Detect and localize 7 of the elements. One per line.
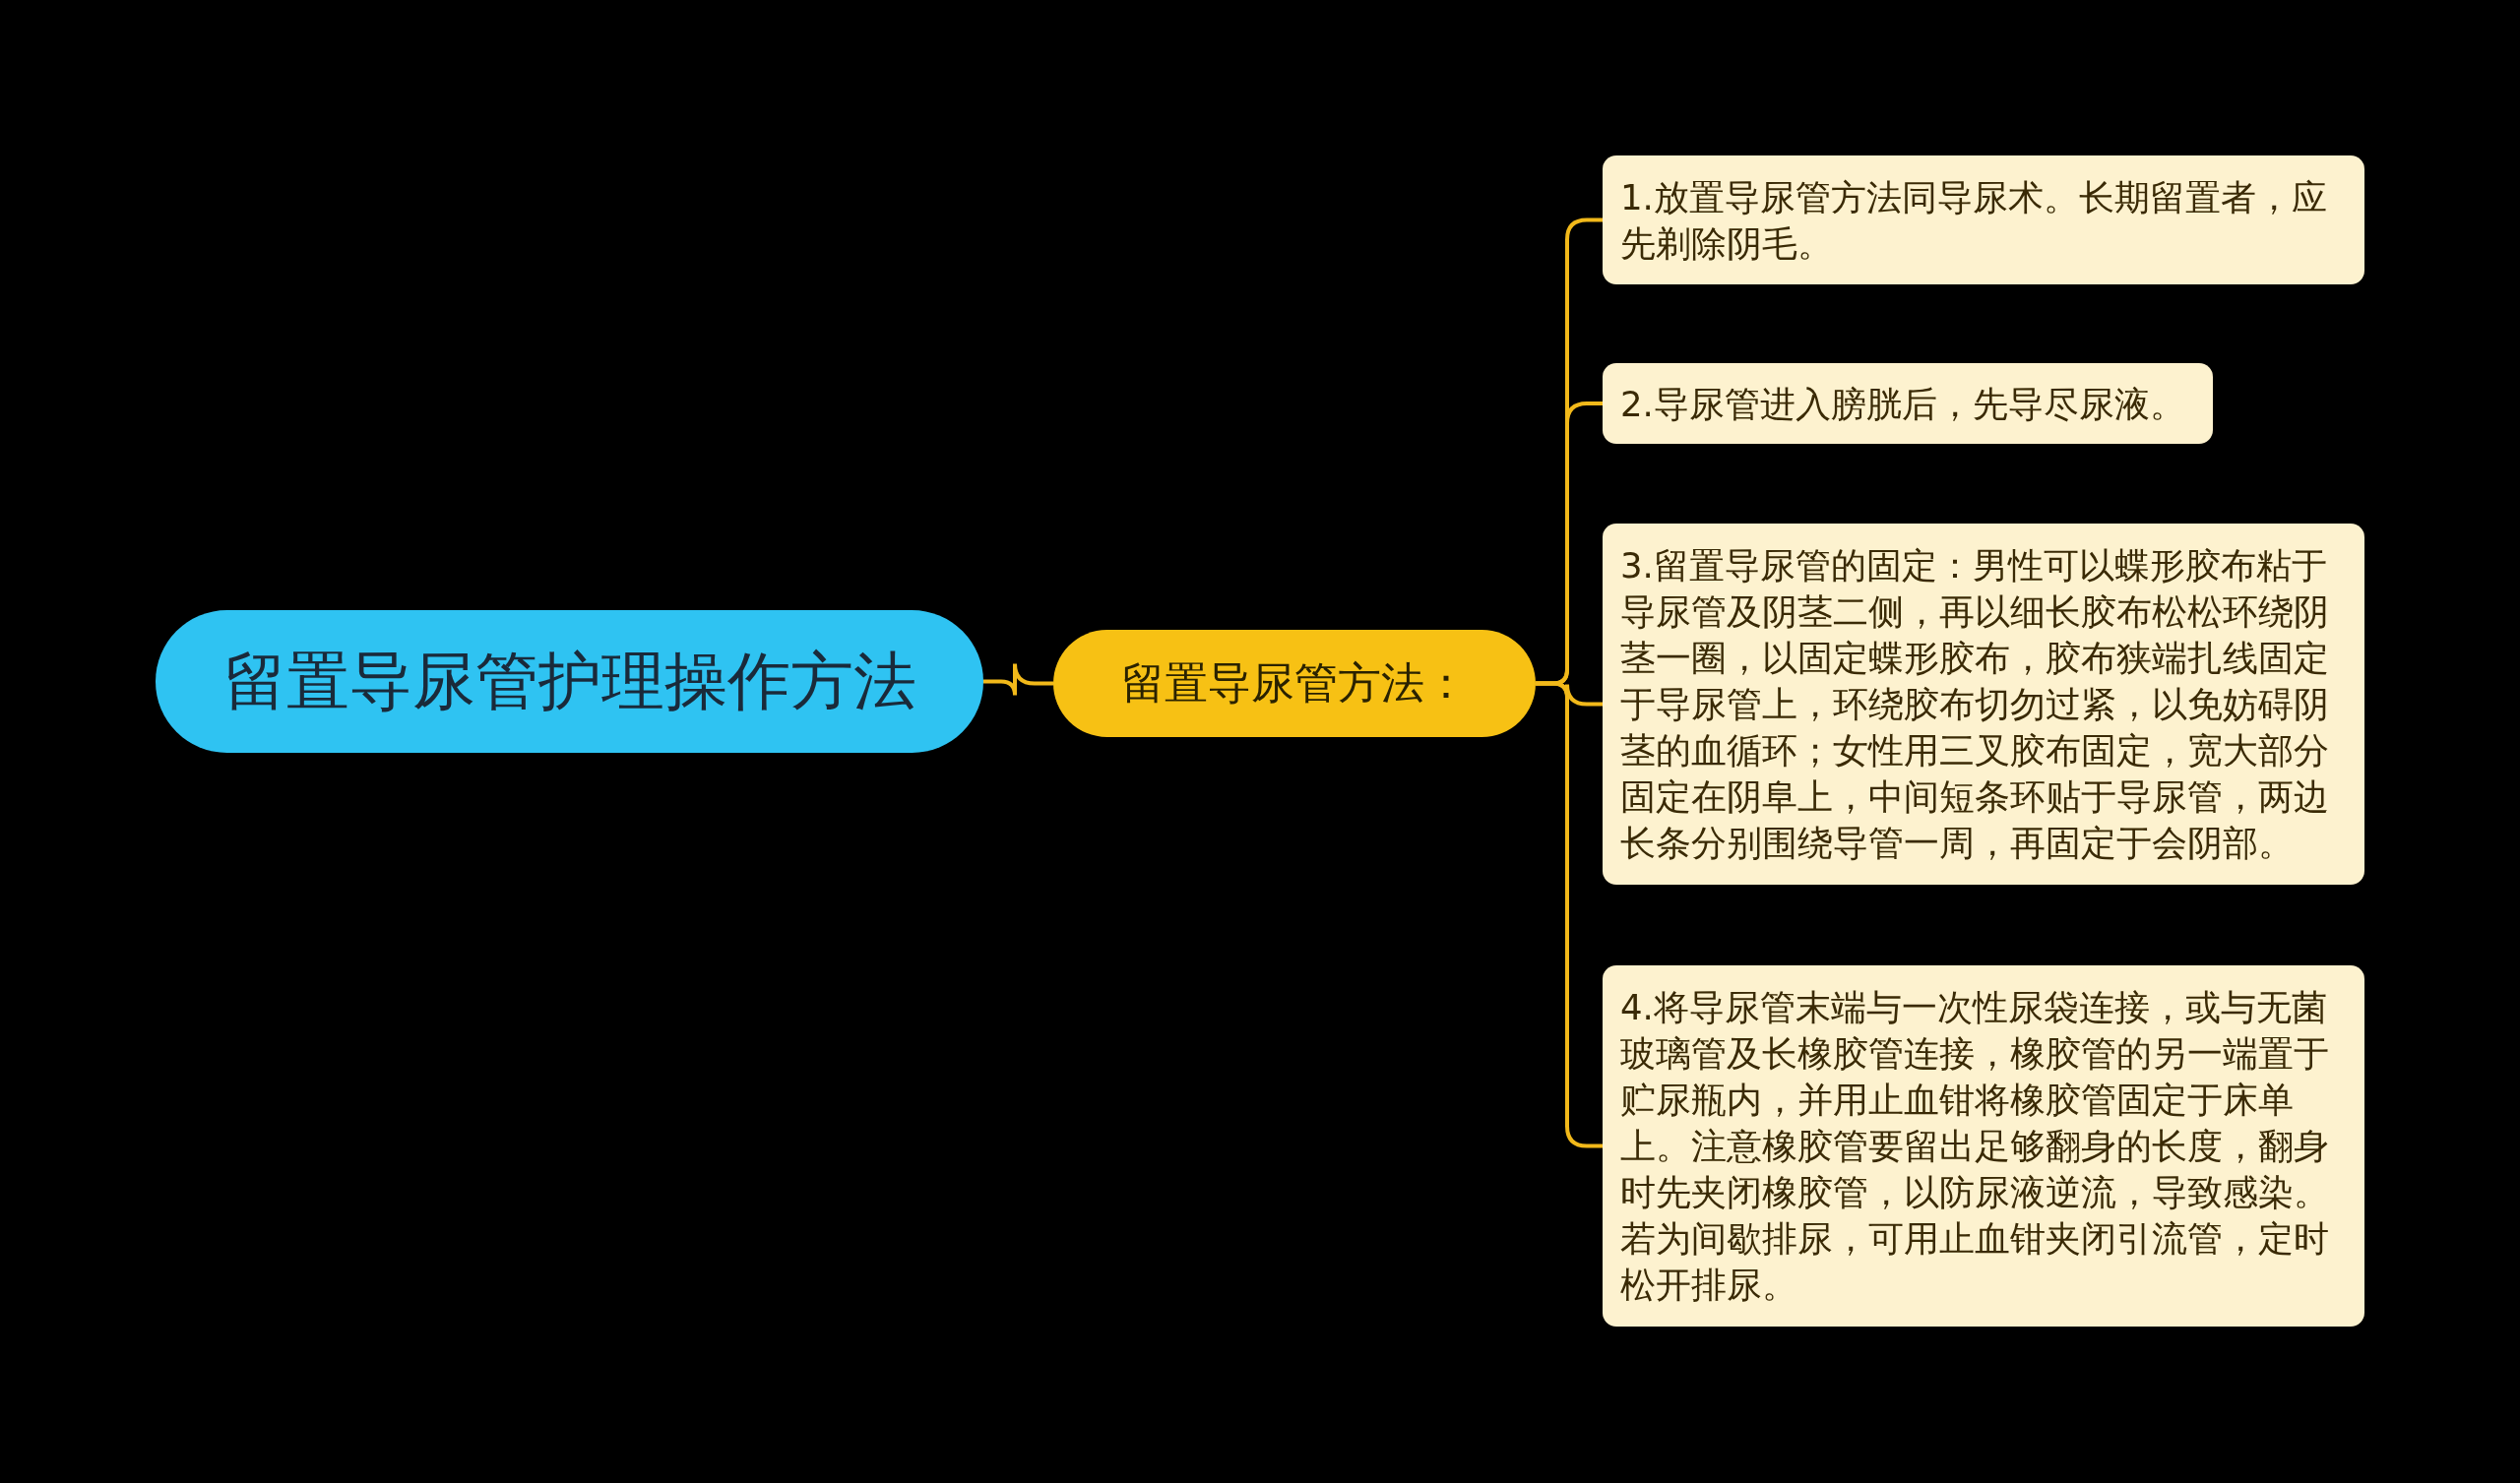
note-box: 2.导尿管进入膀胱后，先导尽尿液。 bbox=[1603, 363, 2213, 444]
connector-line bbox=[983, 661, 1053, 698]
branch-pill: 留置导尿管方法： bbox=[1053, 630, 1536, 737]
topic-pill: 留置导尿管护理操作方法 bbox=[156, 610, 983, 753]
note-box: 4.将导尿管末端与一次性尿袋连接，或与无菌玻璃管及长橡胶管连接，橡胶管的另一端置于贮尿瓶内，并用止血钳将橡胶管固定于床单上。注意橡胶管要留出足够翻身的长度，翻身时先夹闭橡胶管，以防尿液逆流，导致感染。若为间歇排尿，可用止血钳夹闭引流管，定时松开排尿。 bbox=[1603, 965, 2364, 1327]
note-box: 3.留置导尿管的固定：男性可以蝶形胶布粘于导尿管及阴茎二侧，再以细长胶布松松环绕阴茎一圈，以固定蝶形胶布，胶布狭端扎线固定于导尿管上，环绕胶布切勿过紧，以免妨碍阴茎的血循环；女性用三叉胶布固定，宽大部分固定在阴阜上，中间短条环贴于导尿管，两边长条分别围绕导管一周，再固定于会阴部。 bbox=[1603, 524, 2364, 885]
note-box: 1.放置导尿管方法同导尿术。长期留置者，应先剃除阴毛。 bbox=[1603, 155, 2364, 284]
